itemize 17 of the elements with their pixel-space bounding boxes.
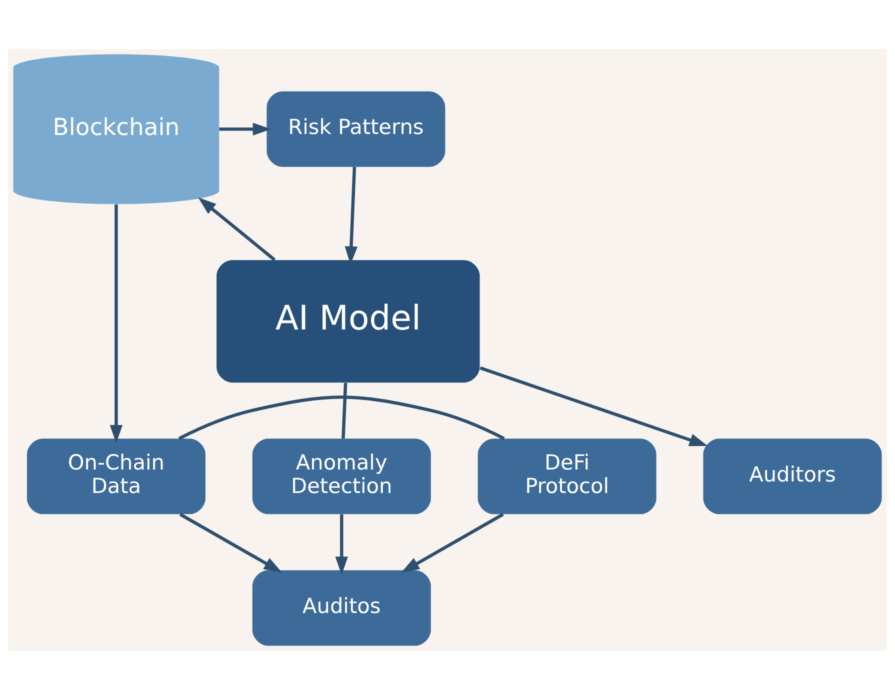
arrow <box>344 166 358 265</box>
arrow <box>335 514 348 575</box>
node-box: On-Chain Data <box>26 438 206 514</box>
node-box: Auditors <box>703 438 882 514</box>
arrow <box>480 366 708 446</box>
node-box: DeFi Protocol <box>478 438 656 514</box>
arrow <box>198 197 276 262</box>
arrow <box>401 512 504 573</box>
node-box: Anomaly Detection <box>252 438 431 514</box>
connector <box>342 382 348 439</box>
node-box: Risk Patterns <box>266 91 446 167</box>
node-box: AI Model <box>216 260 480 383</box>
arrow <box>110 204 123 444</box>
node-box: Auditos <box>252 570 431 646</box>
connector <box>178 396 505 440</box>
arrow <box>179 512 282 573</box>
arrow <box>219 122 272 136</box>
